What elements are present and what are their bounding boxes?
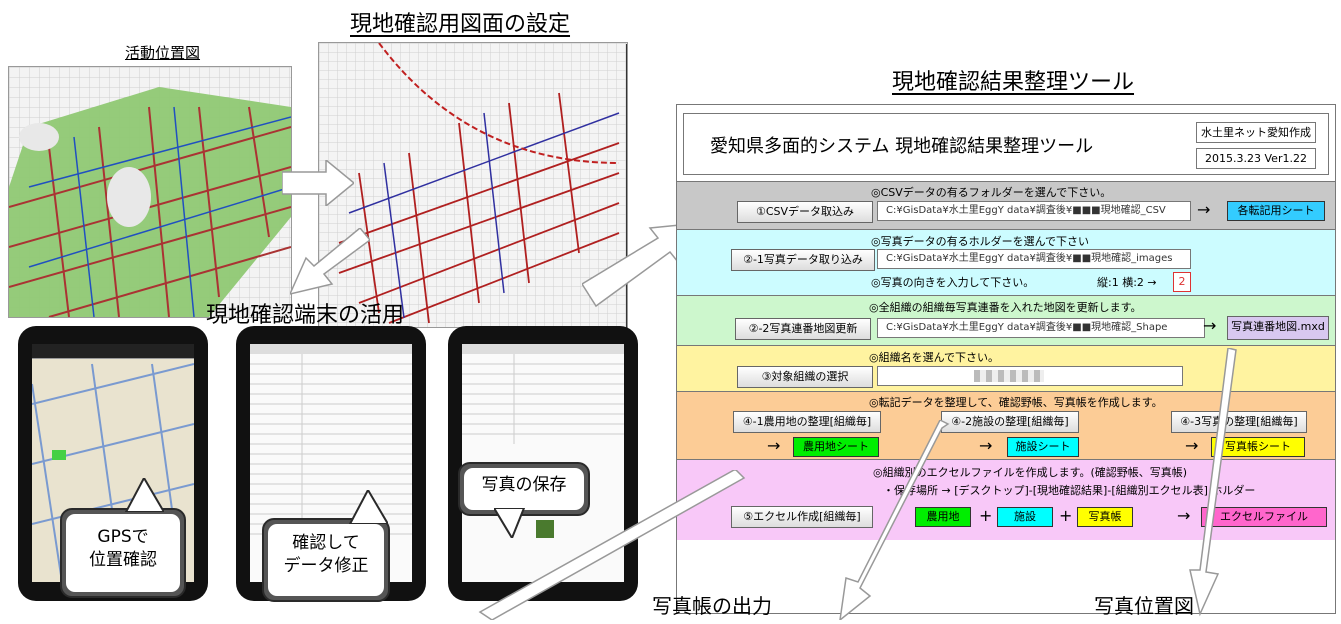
row3-arrow: → xyxy=(1203,316,1217,335)
farmland-sheet-button[interactable]: 農用地シート xyxy=(793,437,879,457)
gps-bubble: GPSで 位置確認 xyxy=(60,508,186,598)
photo-book-sheet-button[interactable]: 写真帳シート xyxy=(1211,437,1305,457)
row2-photo: ◎写真データの有るホルダーを選んで下さい ②-1写真データ取り込み C:¥Gis… xyxy=(677,229,1335,296)
activity-map-label: 活動位置図 xyxy=(125,44,201,62)
author-box: 水土里ネット愛知作成 xyxy=(1196,122,1316,143)
photo-location-map-label: 写真位置図 xyxy=(1094,594,1194,618)
row1-instruction: ◎CSVデータの有るフォルダーを選んで下さい。 xyxy=(871,186,1112,199)
farmland-organize-button[interactable]: ④-1農用地の整理[組織毎] xyxy=(733,411,881,433)
row3-map-update: ◎全組織の組織毎写真連番を入れた地図を更新します。 ②-2写真連番地図更新 C:… xyxy=(677,295,1335,346)
org-name-input[interactable] xyxy=(877,366,1183,386)
row6-instruction: ◎組織別のエクセルファイルを作成します。(確認野帳、写真帳) xyxy=(873,466,1188,479)
orientation-input[interactable]: 2 xyxy=(1173,272,1191,292)
gps-bubble-tail xyxy=(124,475,166,516)
arrow-to-photo-book xyxy=(830,418,950,624)
arrow-to-photo-location xyxy=(1188,347,1238,622)
tool-header-title: 愛知県多面的システム 現地確認結果整理ツール xyxy=(710,136,1094,157)
plus-1: + xyxy=(979,506,993,525)
orientation-options: 縦:1 横:2 → xyxy=(1097,276,1157,289)
bracket-line xyxy=(626,44,627,350)
photo-folder-path[interactable]: C:¥GisData¥水土里EggY data¥調査後¥■■現地確認_image… xyxy=(877,249,1191,269)
row5-instruction: ◎転記データを整理して、確認野帳、写真帳を作成します。 xyxy=(869,396,1163,409)
gps-bubble-line1: GPSで xyxy=(97,527,149,547)
shape-folder-path[interactable]: C:¥GisData¥水土里EggY data¥調査後¥■■現地確認_Shape xyxy=(877,318,1205,338)
photo-organize-button[interactable]: ④-3写真の整理[組織毎] xyxy=(1171,411,1307,433)
row6-arrow: → xyxy=(1177,506,1191,525)
org-name-masked xyxy=(974,370,1044,382)
row6-location: ・保存場所 → [デスクトップ]-[現地確認結果]-[組織別エクセル表] ホルダ… xyxy=(883,484,1256,497)
terminal-use-label: 現地確認端末の活用 xyxy=(206,303,405,328)
photo-map-mxd-button[interactable]: 写真連番地図.mxd xyxy=(1227,316,1329,340)
arrow-down-to-terminal xyxy=(288,226,372,302)
edit-bubble-line1: 確認して xyxy=(292,533,360,553)
transfer-sheets-button[interactable]: 各転記用シート xyxy=(1227,201,1325,221)
excel-file-button[interactable]: エクセルファイル xyxy=(1201,507,1327,527)
row4-instruction: ◎組織名を選んで下さい。 xyxy=(869,351,1000,364)
arrow-right-to-settings xyxy=(281,158,356,210)
edit-bubble-tail xyxy=(348,487,390,528)
row5-arrow2: → xyxy=(979,436,993,455)
field-map-settings-title: 現地確認用図面の設定 xyxy=(350,12,571,37)
row5-arrow3: → xyxy=(1185,436,1199,455)
plus-2: + xyxy=(1059,506,1073,525)
edit-bubble-line2: データ修正 xyxy=(283,556,369,576)
photo-bubble-tail xyxy=(492,507,528,542)
tool-title: 現地確認結果整理ツール xyxy=(892,70,1135,95)
facility-sheet-button[interactable]: 施設シート xyxy=(1007,437,1079,457)
csv-folder-path[interactable]: C:¥GisData¥水土里EggY data¥調査後¥■■■現地確認_CSV xyxy=(877,201,1191,221)
arrow-to-tool xyxy=(580,223,692,328)
tool-header: 愛知県多面的システム 現地確認結果整理ツール 水土里ネット愛知作成 2015.3… xyxy=(683,113,1329,175)
photo-map-update-button[interactable]: ②-2写真連番地図更新 xyxy=(735,318,871,340)
select-org-button[interactable]: ③対象組織の選択 xyxy=(737,366,873,388)
row3-instruction: ◎全組織の組織毎写真連番を入れた地図を更新します。 xyxy=(869,301,1142,314)
arrow-from-terminal-line xyxy=(474,469,754,624)
excel-part-facility: 施設 xyxy=(997,507,1053,527)
row6-excel: ◎組織別のエクセルファイルを作成します。(確認野帳、写真帳) ・保存場所 → [… xyxy=(677,459,1335,540)
activity-map-image xyxy=(8,66,292,318)
row1-arrow: → xyxy=(1197,200,1211,219)
row1-csv: ◎CSVデータの有るフォルダーを選んで下さい。 ①CSVデータ取込み C:¥Gi… xyxy=(677,181,1335,230)
gps-bubble-line2: 位置確認 xyxy=(89,550,157,570)
photo-bubble-text: 写真の保存 xyxy=(481,475,567,495)
version-box: 2015.3.23 Ver1.22 xyxy=(1196,148,1316,169)
csv-import-button[interactable]: ①CSVデータ取込み xyxy=(737,201,873,223)
orientation-label: ◎写真の向きを入力して下さい。 xyxy=(871,276,1035,289)
row5-arrow1: → xyxy=(767,436,781,455)
row2-instruction: ◎写真データの有るホルダーを選んで下さい xyxy=(871,235,1090,248)
photo-book-output-label: 写真帳の出力 xyxy=(652,594,772,618)
excel-part-photo-book: 写真帳 xyxy=(1077,507,1133,527)
excel-part-farmland: 農用地 xyxy=(915,507,971,527)
excel-create-button[interactable]: ⑤エクセル作成[組織毎] xyxy=(731,506,873,528)
field-map-image xyxy=(318,42,628,328)
edit-bubble: 確認して データ修正 xyxy=(262,518,390,602)
facility-organize-button[interactable]: ④-2施設の整理[組織毎] xyxy=(941,411,1079,433)
row4-org-select: ◎組織名を選んで下さい。 ③対象組織の選択 xyxy=(677,345,1335,392)
photo-import-button[interactable]: ②-1写真データ取り込み xyxy=(731,249,875,271)
photo-bubble: 写真の保存 xyxy=(458,462,590,516)
